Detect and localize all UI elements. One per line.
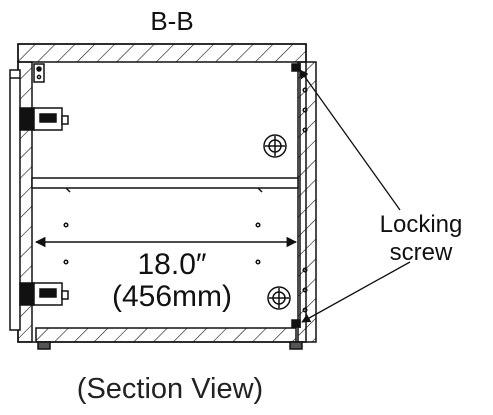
caption: (Section View): [77, 373, 263, 405]
middle-shelf: [31, 177, 299, 189]
cam-lock-lower-icon: [267, 286, 291, 310]
right-side-panel: [297, 61, 317, 343]
cabinet-section: [9, 43, 317, 350]
corner-bracket: [33, 63, 45, 83]
hinge-upper-icon: [19, 107, 69, 131]
dimension-imperial: 18.0″: [137, 248, 206, 281]
callout-line-1: Locking: [380, 211, 463, 238]
locking-screw-bottom: [291, 319, 301, 328]
hinge-lower-icon: [19, 282, 69, 306]
foot-right: [289, 341, 303, 350]
door-front: [9, 69, 21, 331]
callout-line-2: screw: [390, 239, 453, 266]
foot-left: [37, 341, 51, 350]
cam-lock-upper-icon: [263, 134, 287, 158]
section-label: B-B: [150, 6, 193, 36]
dimension-metric: (456mm): [112, 280, 232, 313]
top-panel: [17, 43, 307, 63]
callout-leaders: [299, 69, 411, 323]
bottom-panel: [35, 327, 297, 343]
locking-screw-top: [291, 63, 301, 72]
